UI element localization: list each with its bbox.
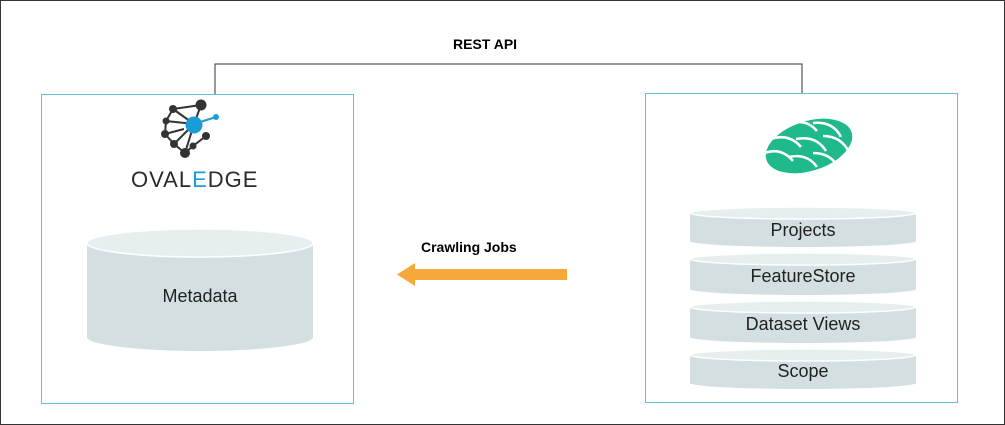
brand-prefix: OVAL bbox=[131, 167, 193, 192]
layer-cylinder-scope bbox=[689, 348, 917, 389]
hops-cone-icon bbox=[763, 116, 855, 176]
layer-label-scope: Scope bbox=[777, 361, 829, 381]
layer-cylinder-projects bbox=[689, 206, 917, 247]
layer-cylinder-featurestore bbox=[689, 252, 917, 295]
metadata-database bbox=[86, 228, 314, 351]
brand-suffix: DGE bbox=[207, 167, 259, 192]
layer-cylinder-dataset-views bbox=[689, 300, 917, 343]
network-node-icon bbox=[161, 99, 219, 158]
metadata-label: Metadata bbox=[162, 286, 238, 306]
rest-api-connector bbox=[214, 63, 803, 94]
rest-api-label: REST API bbox=[453, 36, 518, 52]
crawling-jobs-arrow bbox=[397, 263, 567, 286]
crawling-jobs-label: Crawling Jobs bbox=[421, 239, 517, 255]
layer-label-dataset-views: Dataset Views bbox=[745, 314, 861, 334]
layer-label-featurestore: FeatureStore bbox=[750, 266, 856, 286]
layer-label-projects: Projects bbox=[770, 220, 836, 240]
ovaledge-wordmark: OVALEDGE bbox=[131, 167, 258, 193]
brand-accent: E bbox=[192, 167, 208, 192]
